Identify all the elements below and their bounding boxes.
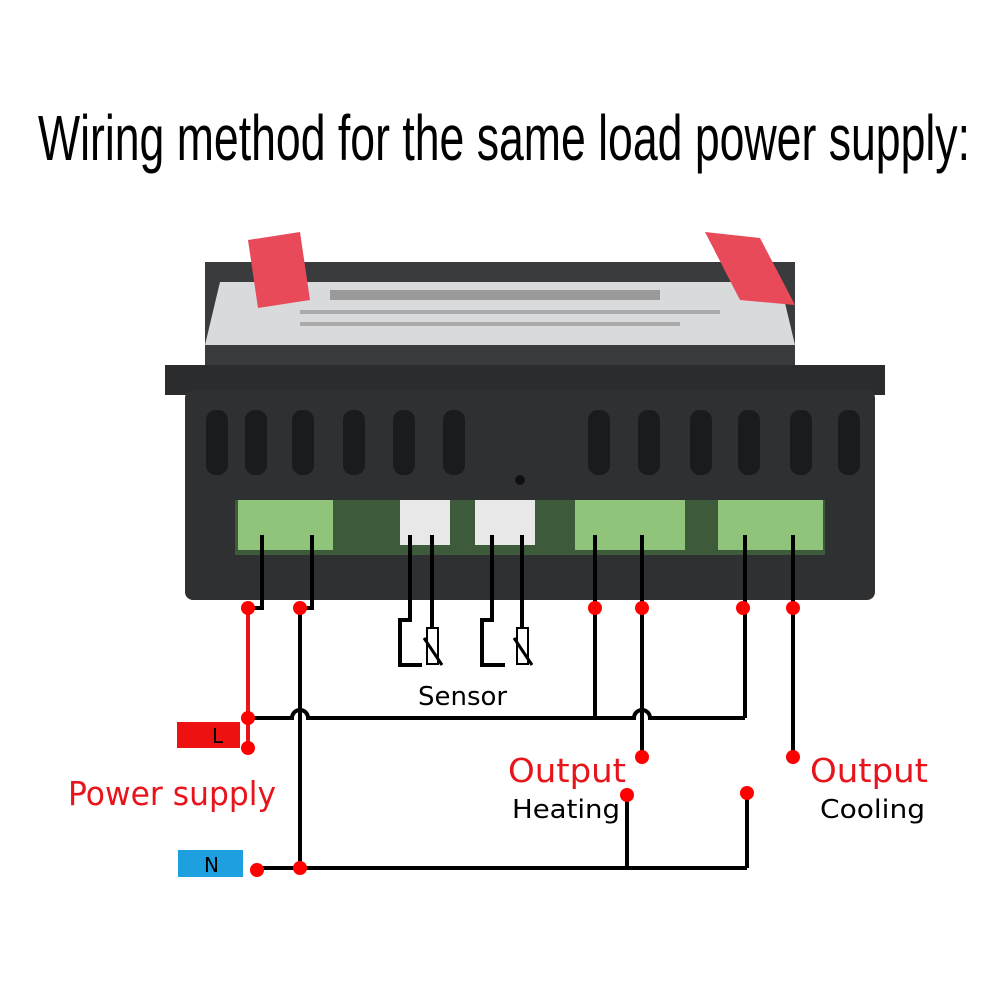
output-heating-title: Output (508, 751, 626, 790)
neutral-label: N (204, 853, 219, 877)
title: Wiring method for the same load power su… (38, 102, 970, 174)
output-heating-sub: Heating (512, 795, 620, 825)
mounting-clip-right (705, 232, 795, 305)
neutral-terminal-box (178, 850, 243, 877)
wires (246, 535, 795, 870)
thermistor-icon (426, 627, 439, 665)
output-cooling-sub: Cooling (820, 795, 925, 825)
sensor-label: Sensor (418, 682, 507, 712)
thermistor-icon (516, 627, 529, 665)
sensor-wire-2 (480, 535, 505, 667)
connection-dots (241, 601, 800, 877)
thermostat-controller-image (165, 232, 885, 600)
output-cooling-title: Output (810, 751, 928, 790)
mounting-clip-left (248, 232, 310, 308)
terminal-blocks (238, 500, 823, 550)
live-terminal-box (177, 722, 240, 748)
sensor-wire-1 (398, 535, 422, 667)
power-supply-label: Power supply (68, 774, 276, 813)
live-label: L (212, 724, 224, 748)
